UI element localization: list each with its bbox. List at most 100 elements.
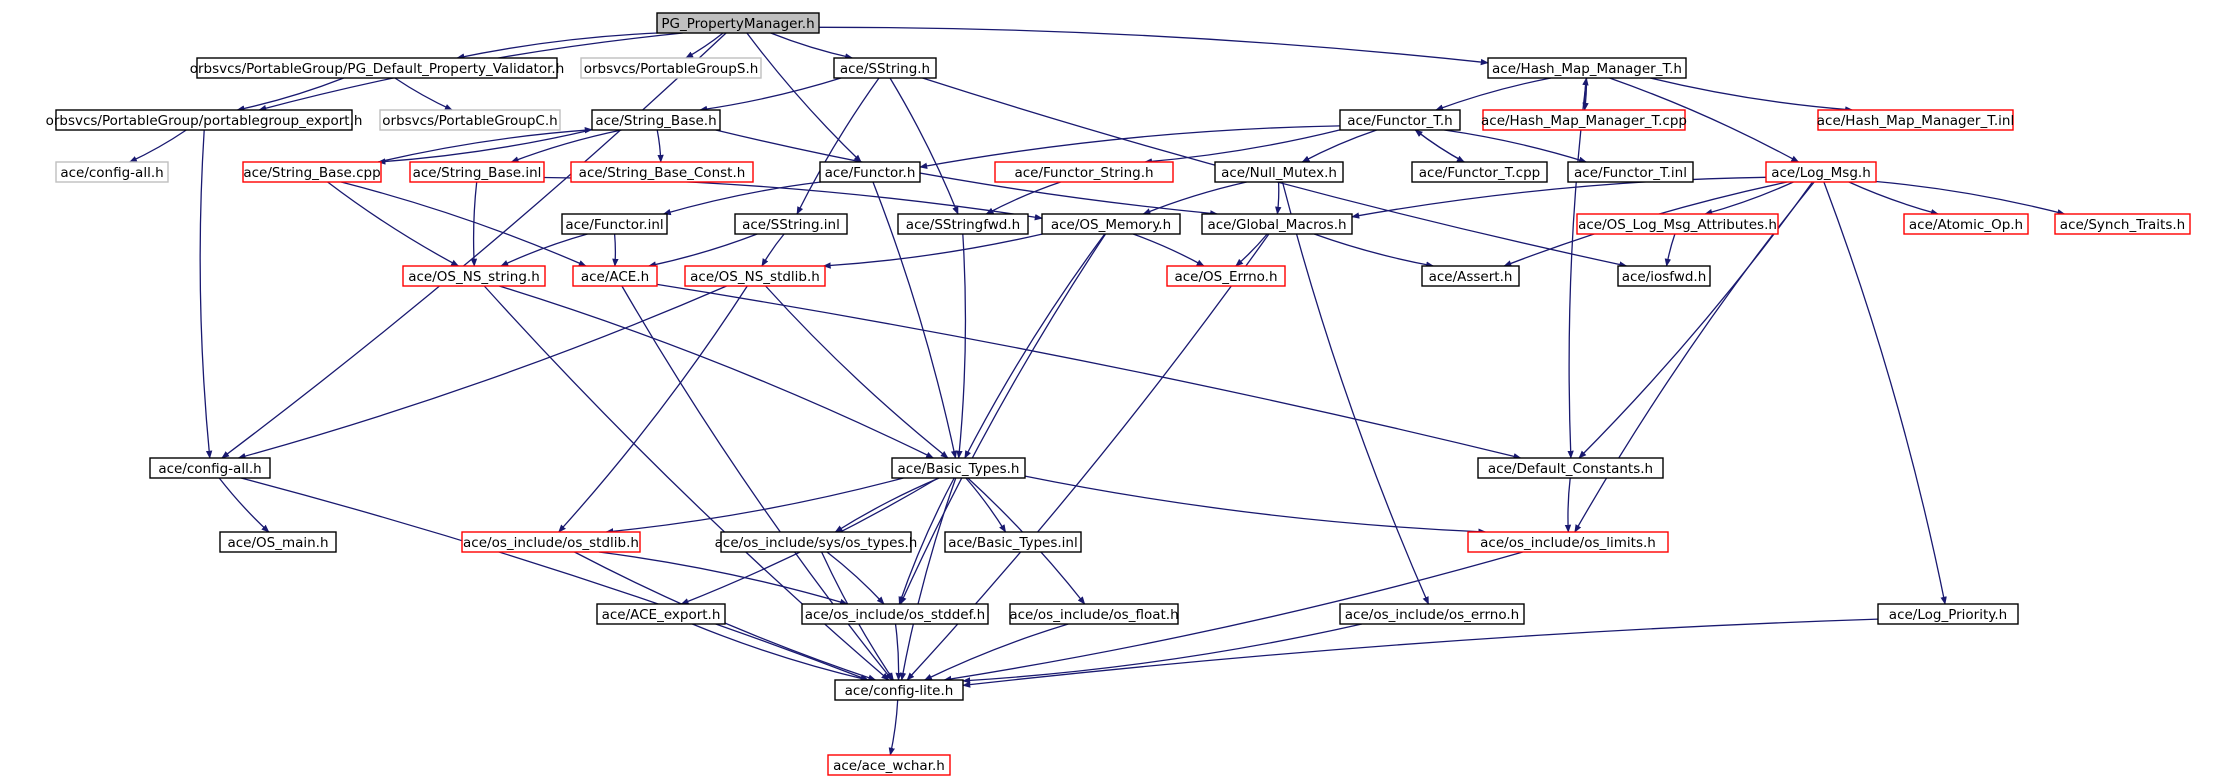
edge-basictypes-to-oslimits <box>1024 475 1487 535</box>
node-hmmcpp: ace/Hash_Map_Manager_T.cpp <box>1481 109 1687 131</box>
node-label: ace/Log_Priority.h <box>1889 607 2007 623</box>
edge-hmm-to-defconst <box>1567 77 1588 459</box>
node-strbaseconst: ace/String_Base_Const.h <box>570 161 754 183</box>
node-label: ace/Hash_Map_Manager_T.cpp <box>1481 113 1687 129</box>
edge-functorstring-to-sstringfwd <box>985 181 1061 215</box>
node-atomicop: ace/Atomic_Op.h <box>1903 213 2029 235</box>
node-label: ace/Synch_Traits.h <box>2060 217 2185 233</box>
node-label: ace/Functor_T.cpp <box>1419 165 1540 181</box>
edge-strbasecpp-to-aceh <box>340 181 587 267</box>
node-osmemory: ace/OS_Memory.h <box>1041 213 1181 235</box>
node-box <box>596 603 726 625</box>
node-box <box>561 213 668 235</box>
node-oserrnoh: ace/os_include/os_errno.h <box>1339 603 1525 625</box>
edge-cfgall-to-cfglite <box>240 477 869 681</box>
node-box <box>1214 161 1344 183</box>
node-osfloat: ace/os_include/os_float.h <box>1009 603 1179 625</box>
node-label: ace/config-lite.h <box>845 683 954 699</box>
edge-logmsg-to-globalmacros <box>1351 176 1767 219</box>
node-label: ace/SString.h <box>840 61 930 77</box>
edge-sstringinl-to-osnsstdlib <box>761 233 785 267</box>
edge-strbaseinl-to-osnsstring <box>470 181 478 267</box>
node-globalmacros: ace/Global_Macros.h <box>1201 213 1353 235</box>
node-hmm: ace/Hash_Map_Manager_T.h <box>1487 57 1687 79</box>
edge-hmm-to-functorT <box>1435 77 1552 111</box>
node-box <box>591 109 721 131</box>
node-label: ace/Functor.inl <box>565 217 663 233</box>
node-label: ace/Functor_String.h <box>1014 165 1153 181</box>
edge-osnsstdlib-to-cfgall <box>237 285 727 460</box>
edge-oserrnoh-to-cfglite <box>962 623 1363 684</box>
node-box <box>196 57 558 79</box>
edge-strbase-to-globalmacros <box>715 129 1219 217</box>
node-label: ace/Log_Msg.h <box>1771 165 1871 181</box>
node-functorinl: ace/Functor.inl <box>561 213 668 235</box>
edge-functorT-to-functorTinl <box>1444 129 1587 163</box>
node-box <box>834 679 964 701</box>
node-logmsg: ace/Log_Msg.h <box>1765 161 1877 183</box>
node-box <box>1877 603 2019 625</box>
node-label: ace/config-all.h <box>158 461 261 477</box>
edge-osmemory-to-osnsstdlib <box>822 233 1043 269</box>
node-box <box>2054 213 2191 235</box>
node-label: ace/String_Base.h <box>595 113 716 129</box>
node-functor: ace/Functor.h <box>819 161 921 183</box>
edge-pgdpv-to-pgc <box>394 77 453 111</box>
node-box <box>1617 265 1711 287</box>
node-ostypes: ace/os_include/sys/os_types.h <box>715 531 917 553</box>
edge-strbase-to-strbasecpp <box>377 129 593 165</box>
edge-sstring-to-strbase <box>699 77 842 113</box>
node-label: ace/Default_Constants.h <box>1488 461 1653 477</box>
node-box <box>219 531 337 553</box>
edge-pgpm-to-functor <box>746 32 862 163</box>
node-box <box>570 161 754 183</box>
node-box <box>1411 161 1548 183</box>
node-iosfwd: ace/iosfwd.h <box>1617 265 1711 287</box>
edge-ostypes-to-osstddef <box>826 551 885 605</box>
edge-basictypes-to-ostypes <box>834 477 940 533</box>
node-layer: PG_PropertyManager.horbsvcs/PortableGrou… <box>46 12 2191 776</box>
node-strbase: ace/String_Base.h <box>591 109 721 131</box>
node-box <box>55 161 169 183</box>
edge-sstringfwd-to-basictypes <box>956 233 967 459</box>
edge-defconst-to-oslimits <box>1564 477 1572 533</box>
node-label: ace/iosfwd.h <box>1622 269 1707 285</box>
node-box <box>684 265 826 287</box>
node-oserrno: ace/OS_Errno.h <box>1166 265 1286 287</box>
node-basictypesinl: ace/Basic_Types.inl <box>944 531 1082 553</box>
edge-pgpm-to-sstring <box>770 32 854 60</box>
node-label: ace/Assert.h <box>1429 269 1513 285</box>
node-label: ace/OS_NS_string.h <box>408 269 540 285</box>
node-aceexport: ace/ACE_export.h <box>596 603 726 625</box>
edge-cfgall-to-osmain <box>218 477 270 533</box>
node-label: ace/ace_wchar.h <box>833 758 945 774</box>
node-label: ace/Global_Macros.h <box>1207 217 1346 233</box>
edge-osnsstring-to-cfglite <box>483 285 890 681</box>
node-sstring: ace/SString.h <box>833 57 937 79</box>
node-cfglite: ace/config-lite.h <box>834 679 964 701</box>
edge-osmemory-to-osstddef <box>899 233 1107 605</box>
node-box <box>944 531 1082 553</box>
edge-osnsstdlib-to-basictypes <box>765 285 949 459</box>
node-label: ace/OS_Log_Msg_Attributes.h <box>1578 217 1777 233</box>
node-box <box>242 161 382 183</box>
edge-sstringinl-to-aceh <box>648 233 758 268</box>
node-label: ace/OS_NS_stdlib.h <box>690 269 820 285</box>
edge-nullmutex-to-globalmacros <box>1275 181 1282 215</box>
node-label: ace/os_include/os_errno.h <box>1345 607 1519 623</box>
node-box <box>409 161 545 183</box>
node-box <box>656 12 820 34</box>
node-box <box>734 213 848 235</box>
edge-logprio-to-cfglite <box>962 618 1879 688</box>
node-synchtraits: ace/Synch_Traits.h <box>2054 213 2191 235</box>
node-box <box>1009 603 1179 625</box>
node-label: ace/OS_Errno.h <box>1174 269 1277 285</box>
edge-pgexp-to-cfgall <box>199 129 213 459</box>
edge-nullmutex-to-osmemory <box>1142 181 1247 215</box>
edge-osmemory-to-basictypes <box>964 233 1106 459</box>
node-label: ace/os_include/os_stdlib.h <box>463 535 639 551</box>
edge-basictypes-to-cfglite <box>899 477 957 681</box>
node-box <box>1482 109 1686 131</box>
node-pgexp: orbsvcs/PortableGroup/portablegroup_expo… <box>46 109 362 131</box>
